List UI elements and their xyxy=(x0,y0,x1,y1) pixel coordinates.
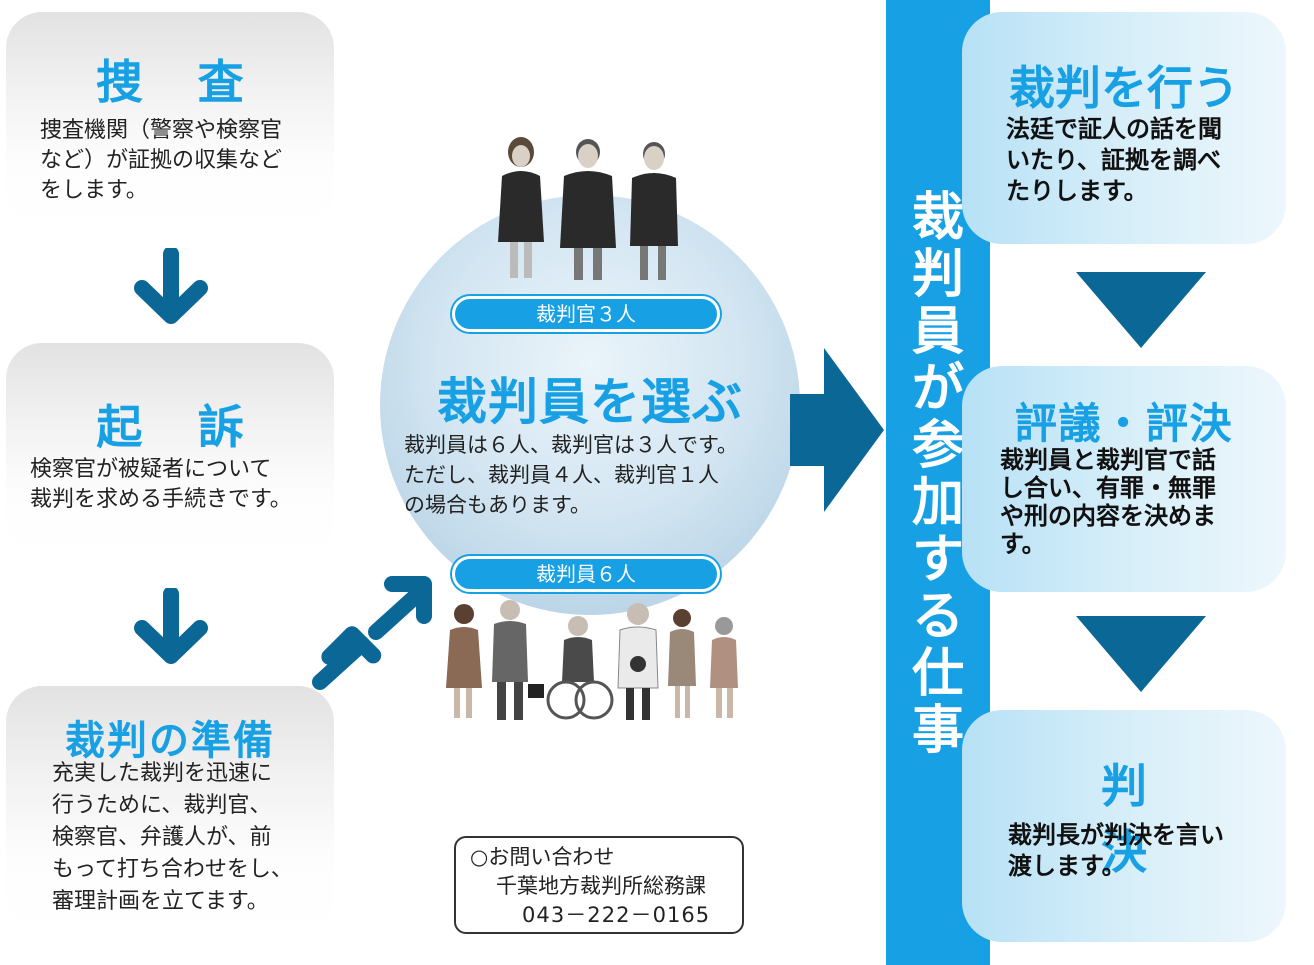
down-arrow-icon xyxy=(1076,616,1206,692)
desc-line: など）が証拠の収集など xyxy=(40,148,283,173)
desc-line: や刑の内容を決めま xyxy=(1000,502,1216,530)
down-arrow-icon xyxy=(134,248,208,324)
desc-line: 裁判長が判決を言い xyxy=(1008,821,1224,849)
selection-circle xyxy=(380,195,800,615)
desc-line: し合い、有罪・無罪 xyxy=(1000,474,1216,502)
judges-illustration-icon xyxy=(498,137,678,280)
banner-char: が xyxy=(911,359,964,419)
desc-line: 法廷で証人の話を聞 xyxy=(1006,115,1222,143)
desc-line: 審理計画を立てます。 xyxy=(52,889,269,914)
selection-desc: 裁判員は６人、裁判官は３人です。 ただし、裁判員４人、裁判官１人 の場合もありま… xyxy=(404,430,804,520)
desc-line: いたり、証拠を調べ xyxy=(1006,146,1222,174)
step-preparation-desc: 充実した裁判を迅速に 行うために、裁判官、 検察官、弁護人が、前 もって打ち合わ… xyxy=(22,758,318,918)
desc-line: ただし、裁判員４人、裁判官１人 xyxy=(404,463,719,487)
judges-count-badge: 裁判官３人 xyxy=(452,296,720,332)
desc-line: たりします。 xyxy=(1006,177,1148,205)
banner-char: 裁 xyxy=(911,188,964,248)
task-trial-title: 裁判を行う xyxy=(1009,61,1239,115)
task-deliberation: 評議・評決 裁判員と裁判官で話 し合い、有罪・無罪 や刑の内容を決めま す。 xyxy=(962,366,1286,592)
desc-line: 裁判を求める手続きです。 xyxy=(30,487,292,512)
desc-line: 裁判員は６人、裁判官は３人です。 xyxy=(404,433,738,457)
desc-line: 渡します。 xyxy=(1008,852,1126,880)
contact-box: ○お問い合わせ 千葉地方裁判所総務課 043－222－0165 xyxy=(454,836,744,934)
step-investigation-desc: 捜査機関（警察や検察官 など）が証拠の収集など をします。 xyxy=(22,116,318,206)
step-indictment-desc: 検察官が被疑者について 裁判を求める手続きです。 xyxy=(22,455,318,515)
diagonal-arrow-icon xyxy=(312,576,432,690)
contact-phone: 043－222－0165 xyxy=(522,903,711,927)
selection-title: 裁判員を選ぶ xyxy=(437,373,743,431)
down-arrow-icon xyxy=(1076,272,1206,348)
desc-line: 捜査機関（警察や検察官 xyxy=(40,118,283,143)
desc-line: す。 xyxy=(1000,530,1046,558)
banner-char: 加 xyxy=(911,473,964,533)
banner-char: す xyxy=(911,530,964,590)
desc-line: 行うために、裁判官、 xyxy=(52,793,272,818)
right-arrow-icon xyxy=(790,348,884,512)
step-indictment: 起訴 検察官が被疑者について 裁判を求める手続きです。 xyxy=(6,343,334,555)
task-trial: 裁判を行う 法廷で証人の話を聞 いたり、証拠を調べ たりします。 xyxy=(962,12,1286,244)
task-trial-desc: 法廷で証人の話を聞 いたり、証拠を調べ たりします。 xyxy=(962,114,1286,207)
step-preparation-title: 裁判の準備 xyxy=(65,718,275,764)
banner-char: 仕 xyxy=(911,644,964,704)
vertical-banner-text: 裁 判 員 が 参 加 す る 仕 事 xyxy=(886,190,990,760)
task-deliberation-title: 評議・評決 xyxy=(1014,399,1234,448)
step-preparation: 裁判の準備 充実した裁判を迅速に 行うために、裁判官、 検察官、弁護人が、前 も… xyxy=(6,686,334,932)
desc-line: もって打ち合わせをし、 xyxy=(52,857,293,882)
task-judgment: 判決 裁判長が判決を言い 渡します。 xyxy=(962,710,1286,942)
banner-char: 事 xyxy=(911,701,964,761)
jurors-count-badge: 裁判員６人 xyxy=(452,556,720,592)
desc-line: 検察官が被疑者について xyxy=(30,457,272,482)
desc-line: 裁判員と裁判官で話 xyxy=(1000,446,1216,474)
step-investigation: 捜査 捜査機関（警察や検察官 など）が証拠の収集など をします。 xyxy=(6,12,334,226)
desc-line: をします。 xyxy=(40,178,148,203)
banner-char: 員 xyxy=(911,302,964,362)
desc-line: の場合もあります。 xyxy=(404,493,591,517)
jurors-illustration-icon xyxy=(446,600,738,720)
banner-char: る xyxy=(911,587,964,647)
step-indictment-title: 起訴 xyxy=(96,400,299,454)
down-arrow-icon xyxy=(134,588,208,664)
desc-line: 検察官、弁護人が、前 xyxy=(52,825,272,850)
banner-char: 参 xyxy=(911,416,964,476)
banner-char: 判 xyxy=(911,245,964,305)
task-judgment-desc: 裁判長が判決を言い 渡します。 xyxy=(962,820,1286,882)
task-judgment-title: 判決 xyxy=(1100,759,1249,879)
desc-line: 充実した裁判を迅速に xyxy=(52,761,273,786)
contact-office: 千葉地方裁判所総務課 xyxy=(496,874,706,898)
task-deliberation-desc: 裁判員と裁判官で話 し合い、有罪・無罪 や刑の内容を決めま す。 xyxy=(962,446,1286,558)
contact-heading: ○お問い合わせ xyxy=(470,845,615,869)
step-investigation-title: 捜査 xyxy=(96,55,299,109)
